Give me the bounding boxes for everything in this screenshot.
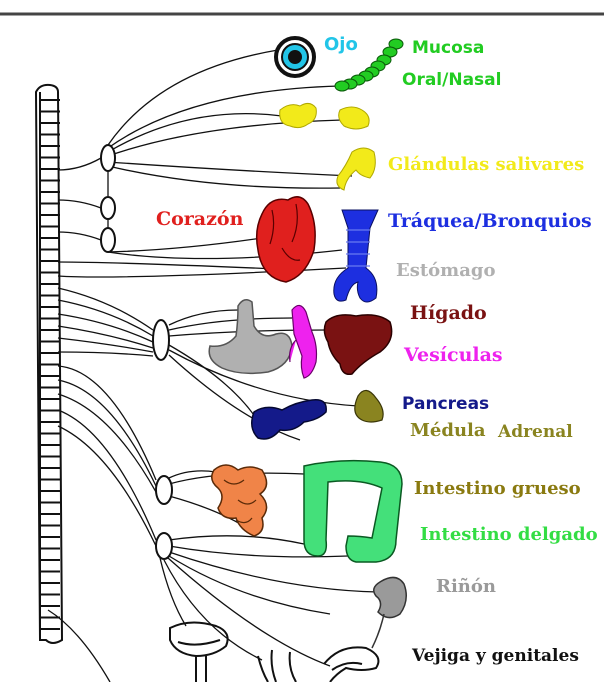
- label-ojo: Ojo: [324, 36, 358, 54]
- nerve-fibers: [48, 50, 378, 682]
- nerve-fiber: [48, 610, 110, 682]
- label-intestino-grueso: Intestino grueso: [414, 480, 581, 498]
- nerve-fiber: [108, 238, 262, 252]
- pancreas-organ: [252, 400, 326, 439]
- eye-organ: [276, 38, 314, 76]
- label-intestino-delgado: Intestino delgado: [420, 526, 598, 544]
- nerve-fiber: [169, 310, 238, 325]
- nerve-fiber: [169, 318, 292, 330]
- label-mucosa: Mucosa: [412, 40, 484, 57]
- trachea-organ: [334, 210, 378, 302]
- label-corazon: Corazón: [156, 210, 243, 229]
- label-adrenal: Adrenal: [498, 424, 573, 441]
- nerve-fiber: [58, 410, 156, 540]
- liver-organ: [324, 315, 391, 374]
- nerve-fiber: [58, 200, 101, 208]
- nerve-fiber: [58, 426, 156, 546]
- large-intestine-organ: [304, 461, 402, 562]
- kidney-organ: [374, 577, 407, 617]
- small-intestine-organ: [212, 465, 267, 536]
- ganglion-celiac: [153, 320, 169, 360]
- nerve-fiber: [58, 380, 156, 486]
- nerve-fiber: [58, 300, 153, 336]
- label-rinon: Riñón: [436, 578, 496, 596]
- label-traquea: Tráquea/Bronquios: [388, 212, 592, 231]
- gallbladder-organ: [290, 305, 317, 378]
- label-glandulas: Glándulas salivares: [388, 156, 584, 174]
- adrenal-organ: [355, 390, 383, 422]
- nerve-fiber: [58, 158, 101, 170]
- label-estomago: Estómago: [396, 262, 495, 280]
- nerve-fiber: [108, 114, 282, 152]
- nerve-fiber: [58, 352, 153, 356]
- nerve-fiber: [108, 50, 278, 145]
- label-medula: Médula: [410, 422, 486, 440]
- ganglion-middle: [101, 197, 115, 219]
- label-vesiculas: Vesículas: [404, 346, 503, 365]
- nerve-fiber: [108, 120, 342, 156]
- label-pancreas: Pancreas: [402, 396, 489, 413]
- nerve-fiber: [58, 366, 156, 480]
- heart-organ: [257, 197, 315, 282]
- nerve-fiber: [58, 232, 101, 240]
- label-higado: Hígado: [410, 304, 487, 323]
- ganglion-lower: [101, 228, 115, 252]
- ganglion-mesenteric-inf: [156, 533, 172, 559]
- nerve-fiber: [169, 536, 304, 544]
- nerve-fiber: [58, 394, 156, 492]
- nerve-fiber: [58, 338, 153, 352]
- nerve-fiber: [160, 558, 186, 626]
- salivary-glands-organ: [280, 103, 376, 190]
- bladder-genitals-organ: [170, 622, 378, 682]
- ganglion-mesenteric-sup: [156, 476, 172, 504]
- mucosa-bead: [335, 81, 349, 91]
- label-oral-nasal: Oral/Nasal: [402, 72, 501, 89]
- ganglion-upper: [101, 145, 115, 171]
- label-vejiga: Vejiga y genitales: [412, 648, 579, 665]
- spinal-cord: [36, 85, 62, 643]
- nerve-fiber: [168, 558, 330, 666]
